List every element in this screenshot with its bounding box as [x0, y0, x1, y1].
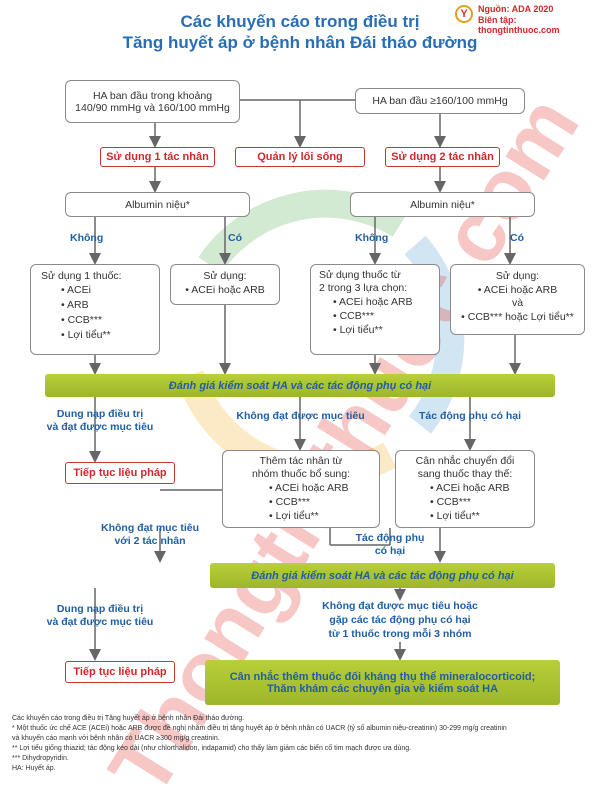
list-item: CCB***	[269, 495, 369, 509]
footnote-3: và khuyến cáo mạnh với bệnh nhân có UACR…	[12, 735, 220, 742]
option-box-one-title: Sử dụng 1 thuốc:	[41, 270, 122, 282]
option-box-one-drug: Sử dụng 1 thuốc: ACEi ARB CCB*** Lợi tiể…	[30, 264, 160, 355]
option-box-four-and: và	[511, 297, 524, 309]
final-recommendation-bar: Cân nhắc thêm thuốc đối kháng thụ thể mi…	[205, 660, 560, 705]
list-item: CCB***	[333, 309, 431, 323]
evaluate-bar-1: Đánh giá kiểm soát HA và các tác động ph…	[45, 374, 555, 397]
continue-therapy-1: Tiếp tục liệu pháp	[65, 462, 175, 484]
option-box-acei-arb-left: Sử dụng: ACEi hoặc ARB	[170, 264, 280, 305]
add-agent-box: Thêm tác nhân từ nhóm thuốc bổ sung: ACE…	[222, 450, 380, 528]
not-reached-two-label-a: Không đạt mục tiêu	[101, 522, 199, 534]
adverse-mid-label-a: Tác động phụ	[355, 532, 425, 544]
continue-therapy-2: Tiếp tục liệu pháp	[65, 661, 175, 683]
list-item: ACEi hoặc ARB	[269, 481, 369, 495]
use-one-agent-box: Sử dụng 1 tác nhân	[100, 147, 215, 167]
albumin-right-box: Albumin niệu*	[350, 192, 535, 217]
title-line-1: Các khuyến cáo trong điều trị	[180, 12, 420, 31]
list-item: ACEi hoặc ARB	[457, 283, 578, 297]
option-box-four-list: ACEi hoặc ARB	[457, 283, 578, 297]
albumin-right-no: Không	[355, 232, 389, 244]
final-line-2: Thăm khám các chuyên gia về kiểm soát HA	[266, 682, 499, 695]
option-box-acei-arb-combo: Sử dụng: ACEi hoặc ARB và CCB*** hoặc Lợ…	[450, 264, 585, 335]
footnote-2: * Một thuốc ức chế ACE (ACEi) hoặc ARB đ…	[12, 725, 507, 732]
logo-icon: Y	[455, 5, 473, 23]
initial-bp-moderate-box: HA ban đầu trong khoảng 140/90 mmHg và 1…	[65, 80, 240, 123]
initial-bp-moderate-line1: HA ban đầu trong khoảng	[92, 89, 213, 102]
tolerated-label-2b: và đạt được mục tiêu	[46, 616, 154, 628]
option-box-two-list: ACEi hoặc ARB	[179, 283, 271, 298]
initial-bp-high-box: HA ban đầu ≥160/100 mmHg	[355, 88, 525, 114]
flow-connectors	[89, 99, 521, 661]
option-box-one-list: ACEi ARB CCB*** Lợi tiểu**	[41, 283, 149, 343]
option-box-three-title-1: Sử dụng thuốc từ	[319, 269, 401, 281]
footnote-5: *** Dihydropyridin.	[12, 755, 69, 762]
option-box-four-list-2: CCB*** hoặc Lợi tiểu**	[457, 310, 578, 324]
albumin-right-yes: Có	[510, 232, 524, 244]
footnote-1: Các khuyến cáo trong điều trị Tăng huyết…	[12, 715, 245, 722]
use-two-agents-box: Sử dụng 2 tác nhân	[385, 147, 500, 167]
footnote-4: ** Lợi tiểu giống thiazid; tác động kéo …	[12, 745, 412, 752]
add-agent-list: ACEi hoặc ARB CCB*** Lợi tiểu**	[233, 481, 369, 523]
tolerated-label-1a: Dung nạp điều trị	[56, 408, 144, 420]
final-line-1: Cân nhắc thêm thuốc đối kháng thụ thể mi…	[229, 670, 536, 683]
option-box-four-title: Sử dụng:	[495, 270, 540, 282]
initial-bp-high-label: HA ban đầu ≥160/100 mmHg	[372, 95, 508, 107]
list-item: ACEi	[61, 283, 149, 298]
not-reached-label-2a: Không đạt được mục tiêu hoặc	[322, 600, 478, 612]
list-item: ACEi hoặc ARB	[179, 283, 271, 298]
add-agent-title-1: Thêm tác nhân từ	[259, 455, 343, 467]
switch-drug-box: Cân nhắc chuyển đổi sang thuốc thay thế:…	[395, 450, 535, 528]
option-box-three-list: ACEi hoặc ARB CCB*** Lợi tiểu**	[319, 295, 431, 337]
albumin-left-label: Albumin niệu*	[125, 198, 190, 211]
option-box-two-of-three: Sử dụng thuốc từ 2 trong 3 lựa chọn: ACE…	[310, 264, 440, 355]
albumin-right-label: Albumin niệu*	[410, 198, 475, 211]
list-item: ACEi hoặc ARB	[333, 295, 431, 309]
not-reached-two-label-b: với 2 tác nhân	[114, 535, 186, 547]
albumin-left-no: Không	[70, 232, 104, 244]
adverse-label-1: Tác động phụ có hại	[418, 410, 522, 422]
list-item: Lợi tiểu**	[430, 509, 526, 523]
option-box-three-title-2: 2 trong 3 lựa chọn:	[319, 282, 408, 294]
list-item: CCB***	[61, 313, 149, 328]
not-reached-label-2b: gặp các tác động phụ có hại	[329, 614, 471, 626]
add-agent-title-2: nhóm thuốc bổ sung:	[251, 468, 351, 480]
albumin-left-yes: Có	[228, 232, 242, 244]
not-reached-label-2c: từ 1 thuốc trong mỗi 3 nhóm	[328, 628, 472, 640]
list-item: ARB	[61, 298, 149, 313]
switch-drug-title-1: Cân nhắc chuyển đổi	[415, 455, 515, 467]
initial-bp-moderate-line2: 140/90 mmHg và 160/100 mmHg	[75, 101, 230, 114]
list-item: Lợi tiểu**	[269, 509, 369, 523]
logo-letter: Y	[460, 8, 468, 20]
switch-drug-title-2: sang thuốc thay thế:	[417, 468, 513, 480]
adverse-mid-label-b: có hại	[374, 545, 406, 557]
list-item: ACEi hoặc ARB	[430, 481, 526, 495]
not-reached-label-1: Không đạt được mục tiêu	[236, 410, 365, 422]
lifestyle-box: Quản lý lối sống	[235, 147, 365, 167]
tolerated-label-2a: Dung nạp điều trị	[56, 603, 144, 615]
source-text: Nguồn: ADA 2020	[478, 4, 554, 14]
list-item: Lợi tiểu**	[333, 323, 431, 337]
footnote-6: HA: Huyết áp.	[12, 765, 56, 772]
switch-drug-list: ACEi hoặc ARB CCB*** Lợi tiểu**	[404, 481, 526, 523]
list-item: CCB*** hoặc Lợi tiểu**	[457, 310, 578, 324]
albumin-left-box: Albumin niệu*	[65, 192, 250, 217]
evaluate-bar-2: Đánh giá kiểm soát HA và các tác động ph…	[210, 563, 555, 588]
list-item: Lợi tiểu**	[61, 328, 149, 343]
tolerated-label-1b: và đạt được mục tiêu	[46, 421, 154, 433]
editor-text: Biên tập: thongtinthuoc.com	[478, 15, 560, 35]
option-box-two-title: Sử dụng:	[203, 270, 247, 282]
title-line-2: Tăng huyết áp ở bệnh nhân Đái tháo đường	[122, 33, 478, 52]
list-item: CCB***	[430, 495, 526, 509]
